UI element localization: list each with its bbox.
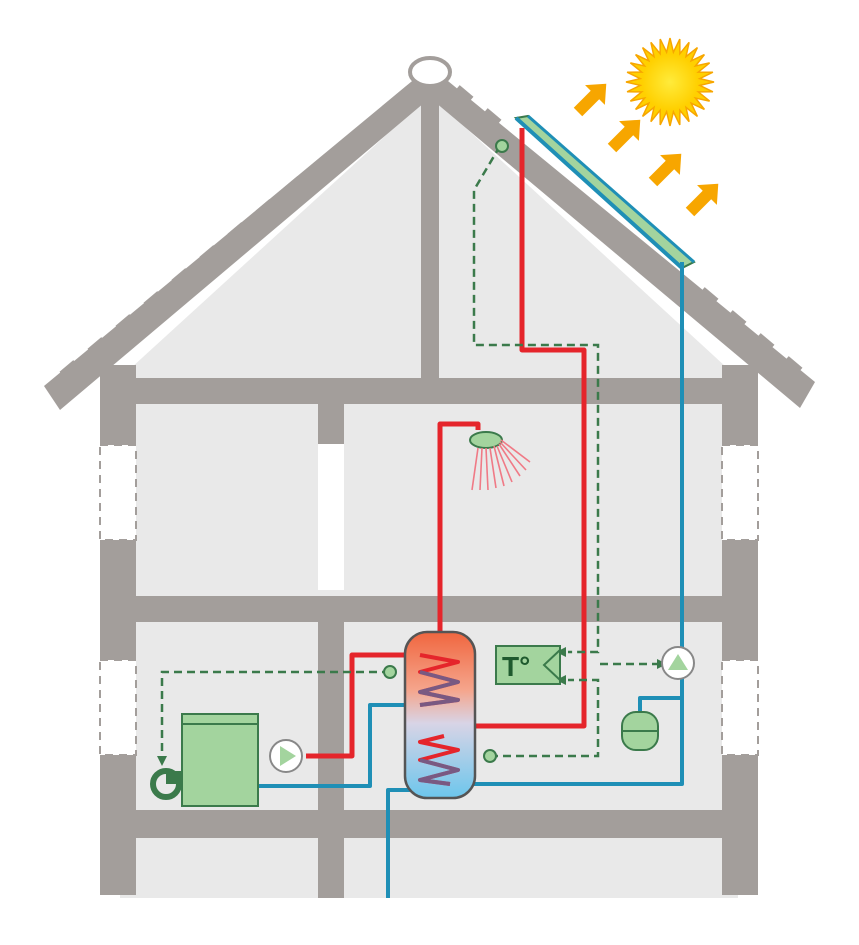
roof-left-beam bbox=[44, 72, 437, 410]
left-wall-mid2 bbox=[100, 755, 136, 895]
attic-floor-beam bbox=[100, 378, 758, 404]
storage-tank-icon bbox=[403, 630, 477, 800]
roof-tiles-right bbox=[454, 85, 803, 374]
solar-pump-icon bbox=[661, 646, 695, 680]
left-wall-upper bbox=[100, 365, 136, 445]
interior-wall-lower bbox=[318, 622, 344, 812]
solar-return-pipe-lower bbox=[450, 676, 684, 786]
interior-wall-basement bbox=[318, 838, 344, 898]
circulation-pump-icon bbox=[269, 739, 303, 773]
expansion-branch bbox=[638, 696, 682, 712]
solar-collector-icon bbox=[513, 114, 696, 270]
right-wall-mid1 bbox=[722, 540, 758, 660]
boiler-icon bbox=[150, 713, 259, 807]
left-wall-mid1 bbox=[100, 540, 136, 660]
roof-tiles-left bbox=[59, 85, 413, 378]
house-structure bbox=[0, 56, 859, 945]
interior-door-upper bbox=[318, 444, 344, 590]
interior-wall-upper bbox=[318, 404, 344, 444]
sun-icon bbox=[625, 37, 715, 127]
tank-bottom-sensor-icon bbox=[483, 749, 497, 763]
shower-head-icon bbox=[469, 431, 531, 491]
ground-floor-beam bbox=[100, 810, 758, 838]
roof-ridge-cap bbox=[408, 56, 452, 88]
boiler-return-pipe bbox=[258, 703, 420, 788]
collector-sensor-icon bbox=[495, 139, 509, 153]
thermostat-controller-icon: T° bbox=[495, 645, 561, 685]
control-lines bbox=[160, 145, 660, 758]
sun-arrow-icon bbox=[573, 83, 607, 117]
right-wall-upper bbox=[722, 365, 758, 445]
hot-water-pipe bbox=[437, 421, 481, 636]
burner-fan-icon bbox=[150, 768, 182, 800]
middle-floor-beam bbox=[100, 596, 758, 622]
boiler-flow-pipe bbox=[306, 652, 420, 759]
right-wall-mid2 bbox=[722, 755, 758, 895]
left-windows bbox=[99, 444, 137, 756]
arrow-head-icon bbox=[157, 756, 167, 766]
sun-arrow-icon bbox=[648, 153, 682, 187]
king-post bbox=[421, 90, 439, 380]
right-windows bbox=[721, 444, 759, 756]
sun-arrow-icon bbox=[685, 183, 719, 217]
expansion-vessel-icon bbox=[621, 711, 659, 751]
controller-label: T° bbox=[502, 651, 530, 682]
ground-strip bbox=[0, 898, 859, 945]
sun-arrow-icon bbox=[607, 119, 641, 153]
tank-top-sensor-icon bbox=[383, 665, 397, 679]
sunlight-arrows bbox=[573, 83, 719, 217]
